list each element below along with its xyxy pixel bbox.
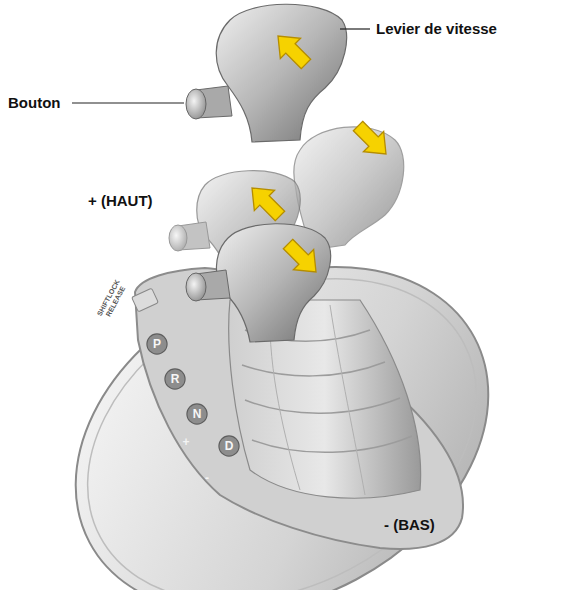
leader-line <box>72 29 370 103</box>
gate-position-circle: D <box>218 435 240 457</box>
gate-letter: D <box>225 439 234 453</box>
gate-letter: R <box>171 372 180 386</box>
release-label: SHIFTLOCK RELEASE <box>95 277 129 323</box>
gate-position-circle: N <box>186 403 208 425</box>
direction-label-text: + (HAUT) <box>88 192 153 209</box>
release-label-text: SHIFTLOCK RELEASE <box>96 279 126 318</box>
gate-symbol: + <box>182 435 189 449</box>
gate-symbol-text: + <box>182 435 189 449</box>
part-label-text: Bouton <box>8 94 60 111</box>
gate-position-circle: P <box>146 333 168 355</box>
direction-label-text: - (BAS) <box>384 516 435 533</box>
motion-arrow <box>242 26 396 282</box>
part-label: Bouton <box>8 94 60 111</box>
shift-lever-knob <box>186 224 331 342</box>
gate-plate <box>15 198 548 590</box>
gate-symbol-text: - <box>205 471 209 485</box>
part-label-text: Levier de vitesse <box>376 20 497 37</box>
gate-position-circle: R <box>164 368 186 390</box>
gate-letter: P <box>153 337 161 351</box>
direction-label: + (HAUT) <box>88 192 153 209</box>
part-label: Levier de vitesse <box>376 20 497 37</box>
gate-letter: N <box>193 407 202 421</box>
direction-label: - (BAS) <box>384 516 435 533</box>
shift-lever-knob <box>186 4 347 142</box>
gate-symbol: - <box>205 471 209 485</box>
